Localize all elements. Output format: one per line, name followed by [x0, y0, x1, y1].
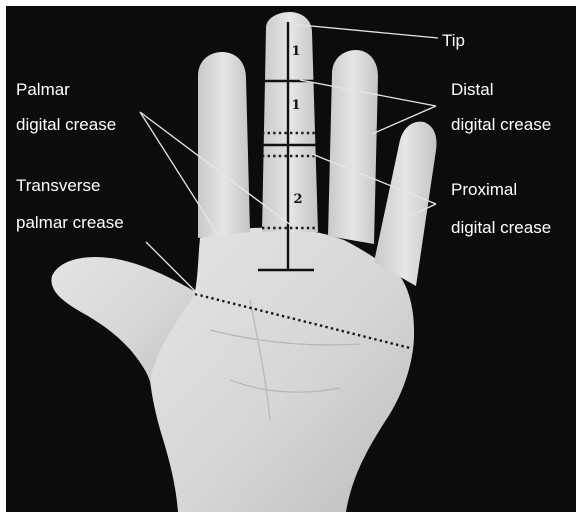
segment-number-2-proximal: 2 — [293, 192, 302, 207]
segment-number-1-middle: 1 — [291, 98, 300, 113]
label-proximal-line1: Proximal — [451, 180, 517, 199]
label-proximal-line2: digital crease — [451, 218, 551, 237]
label-distal-line1: Distal — [451, 80, 494, 99]
label-tip: Tip — [442, 31, 465, 50]
label-palmar-line1: Palmar — [16, 80, 70, 99]
segment-number-1-distal: 1 — [291, 44, 300, 59]
label-palmar-line2: digital crease — [16, 115, 116, 134]
label-distal-line2: digital crease — [451, 115, 551, 134]
label-transverse-line2: palmar crease — [16, 213, 124, 232]
label-transverse-line1: Transverse — [16, 176, 100, 195]
middle-finger — [262, 12, 318, 232]
index-finger — [198, 52, 250, 238]
ring-finger — [328, 50, 378, 244]
